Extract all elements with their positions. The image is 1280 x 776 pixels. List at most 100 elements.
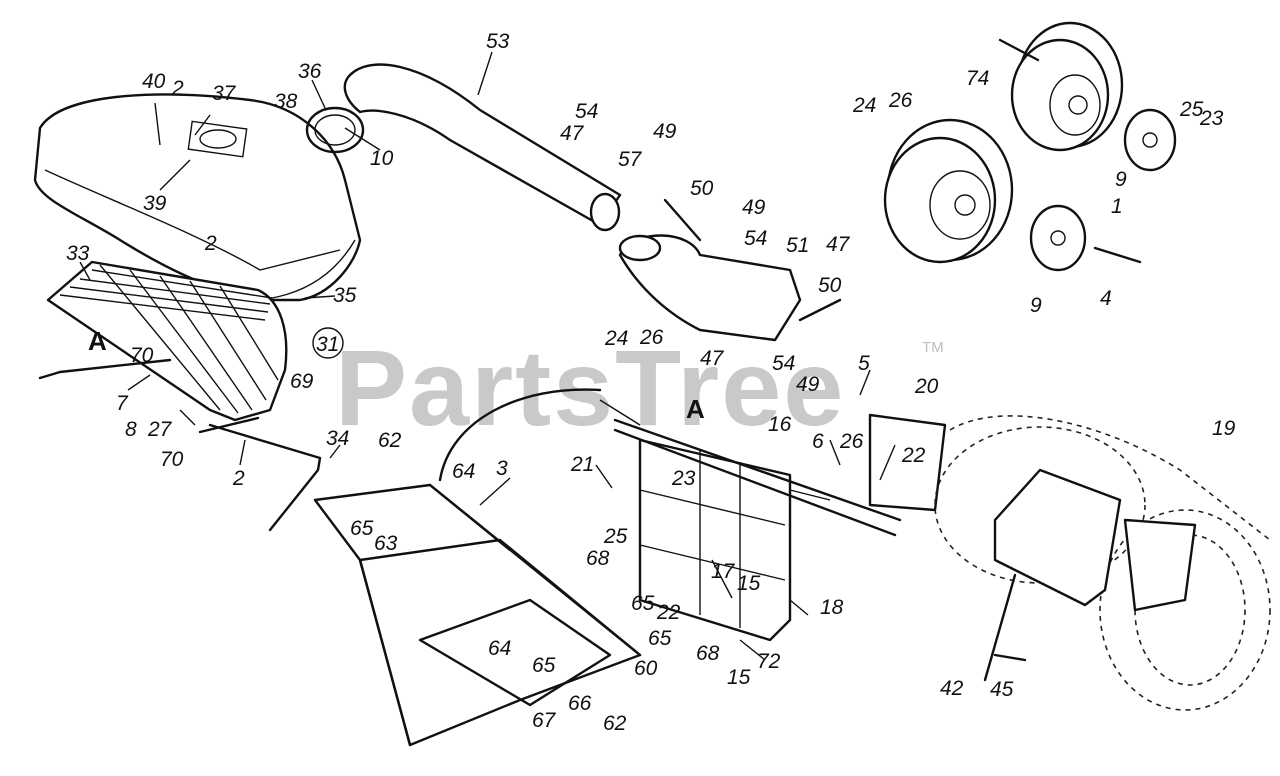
part-number-label: 15 <box>727 666 751 689</box>
part-number-label: 2 <box>232 467 245 490</box>
part-number-label: 38 <box>274 90 298 113</box>
part-number-label: 39 <box>143 192 167 215</box>
pulley-9-upper <box>1123 108 1177 172</box>
part-number-label: 49 <box>742 196 766 219</box>
part-number-label: 64 <box>452 460 475 483</box>
cable <box>438 388 602 482</box>
part-number-label: 7 <box>116 392 129 415</box>
wheel-lower <box>883 118 1014 264</box>
callout-a-left: A <box>88 326 107 356</box>
part-number-label: 49 <box>653 120 677 143</box>
axle-bolt-4 <box>1093 246 1142 264</box>
part-number-label: 62 <box>378 429 402 452</box>
part-number-label: 24 <box>852 94 876 117</box>
callout-a-right: A <box>686 394 705 424</box>
clamp-ring-36 <box>305 106 365 154</box>
part-number-label: 22 <box>901 444 926 467</box>
fender-part <box>993 468 1122 607</box>
bolt-45 <box>993 653 1027 662</box>
part-number-label: 8 <box>125 418 137 441</box>
part-number-label: 26 <box>888 89 913 112</box>
part-number-label: 9 <box>1115 168 1127 191</box>
part-number-label: 45 <box>990 678 1014 701</box>
part-number-label: 2 <box>204 232 217 255</box>
part-number-label: 54 <box>772 352 795 375</box>
part-number-label: 66 <box>568 692 592 715</box>
part-number-label: 53 <box>486 30 510 53</box>
part-number-label: 24 <box>604 327 628 350</box>
part-number-label: 42 <box>940 677 964 700</box>
bar-42 <box>983 573 1017 682</box>
grass-bag-part <box>313 483 642 747</box>
bracket-50-upper <box>663 198 702 242</box>
part-number-label: 5 <box>858 352 870 375</box>
part-number-label: 9 <box>1030 294 1042 317</box>
part-number-label: 51 <box>786 234 809 257</box>
discharge-tube-part <box>343 63 622 232</box>
part-number-label: 70 <box>160 448 184 471</box>
bracket-70 <box>198 416 260 434</box>
bracket-19 <box>1123 518 1197 612</box>
part-number-label: 23 <box>671 467 696 490</box>
part-number-label: 33 <box>66 242 90 265</box>
chute-adapter-part <box>618 234 802 342</box>
part-number-label: 47 <box>700 347 725 370</box>
part-number-label: 34 <box>326 427 349 450</box>
part-number-label: 15 <box>737 572 761 595</box>
part-number-label: 25 <box>1179 98 1204 121</box>
part-number-label: 60 <box>634 657 658 680</box>
part-number-label: 65 <box>532 654 556 677</box>
callout-31-circle <box>312 327 344 359</box>
part-number-label: 65 <box>350 517 374 540</box>
part-number-label: 3 <box>496 457 508 480</box>
part-number-label: 1 <box>1111 195 1123 218</box>
part-number-label: 35 <box>333 284 357 307</box>
hood-part <box>33 93 362 303</box>
part-number-label: 18 <box>820 596 844 619</box>
wheel-upper <box>1010 21 1124 152</box>
part-number-label: 62 <box>603 712 627 735</box>
part-number-label: 37 <box>212 82 237 105</box>
part-number-label: 65 <box>631 592 655 615</box>
part-number-label: 36 <box>298 60 322 83</box>
watermark-trademark: TM <box>922 339 944 356</box>
part-number-label: 54 <box>744 227 767 250</box>
part-number-label: 16 <box>768 413 792 436</box>
part-number-label: 47 <box>560 122 585 145</box>
part-number-label: 70 <box>130 344 154 367</box>
part-number-label: 57 <box>618 148 643 171</box>
part-number-label: 65 <box>648 627 672 650</box>
part-number-label: 50 <box>818 274 842 297</box>
part-number-label: 19 <box>1212 417 1236 440</box>
part-number-label: 4 <box>1100 287 1112 310</box>
part-number-label: 25 <box>603 525 628 548</box>
handle-rod-34 <box>38 358 322 532</box>
bolt-74 <box>998 38 1040 62</box>
part-number-label: 74 <box>966 67 989 90</box>
bracket-50-lower <box>798 298 842 322</box>
part-number-label: 6 <box>812 430 824 453</box>
part-number-label: 27 <box>147 418 173 441</box>
frame-assembly-part <box>599 399 947 642</box>
part-number-label: 64 <box>488 637 511 660</box>
part-number-label: 40 <box>142 70 166 93</box>
part-number-label: 10 <box>370 147 394 170</box>
part-number-label: 68 <box>586 547 610 570</box>
part-number-label: 2 <box>171 77 184 100</box>
part-number-label: 54 <box>575 100 598 123</box>
part-number-label: 22 <box>656 601 681 624</box>
part-number-label: 69 <box>290 370 314 393</box>
watermark-text: PartsTree <box>335 327 845 448</box>
leader-lines <box>79 51 896 661</box>
part-number-label: 26 <box>839 430 864 453</box>
screen-part <box>46 260 288 422</box>
part-number-label: 49 <box>796 373 820 396</box>
part-number-label: 26 <box>639 326 664 349</box>
part-number-label: 17 <box>711 560 736 583</box>
part-number-label: 63 <box>374 532 398 555</box>
part-number-label: 50 <box>690 177 714 200</box>
part-number-label: 47 <box>826 233 851 256</box>
